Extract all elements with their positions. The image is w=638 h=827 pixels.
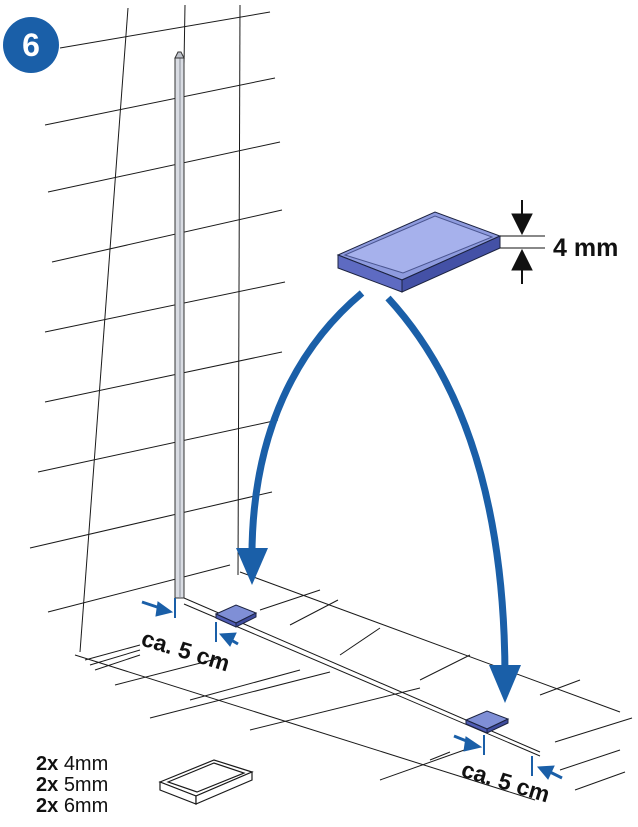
spacer-set-size: 5mm (64, 774, 108, 796)
distance-label-right: ca. 5 cm (459, 756, 553, 807)
distance-label-left: ca. 5 cm (139, 625, 233, 676)
spacer-set-count: 2x (36, 753, 58, 775)
floor-tile-grid (74, 571, 633, 801)
arrow-right-head (489, 665, 521, 703)
spacer-small-right (464, 710, 510, 734)
spacer-set-item: 2x 4mm (36, 753, 108, 775)
spacer-set-size: 4mm (64, 753, 108, 775)
thickness-label: 4 mm (553, 234, 618, 262)
arrow-right-curve (385, 295, 509, 679)
spacer-set-count: 2x (36, 795, 58, 817)
arrow-left-head (236, 548, 268, 585)
spacer-large (336, 211, 502, 293)
spacer-set-list: 2x 4mm 2x 5mm 2x 6mm (36, 753, 108, 817)
spacer-set-item: 2x 6mm (36, 795, 108, 817)
spacer-small-left (214, 604, 258, 628)
step-badge: 6 (3, 17, 59, 73)
placement-arrows (236, 290, 521, 703)
spacer-set-size: 6mm (64, 795, 108, 817)
distance-markers-left (141, 598, 239, 647)
spacer-set-count: 2x (36, 774, 58, 796)
spacer-outline-icon (158, 759, 254, 805)
spacer-set-item: 2x 5mm (36, 774, 108, 796)
arrow-left-curve (248, 290, 365, 566)
wall-profile-rail (174, 51, 185, 599)
distance-markers-right (453, 734, 563, 780)
step-number: 6 (22, 27, 40, 63)
thickness-dimension (500, 200, 545, 284)
